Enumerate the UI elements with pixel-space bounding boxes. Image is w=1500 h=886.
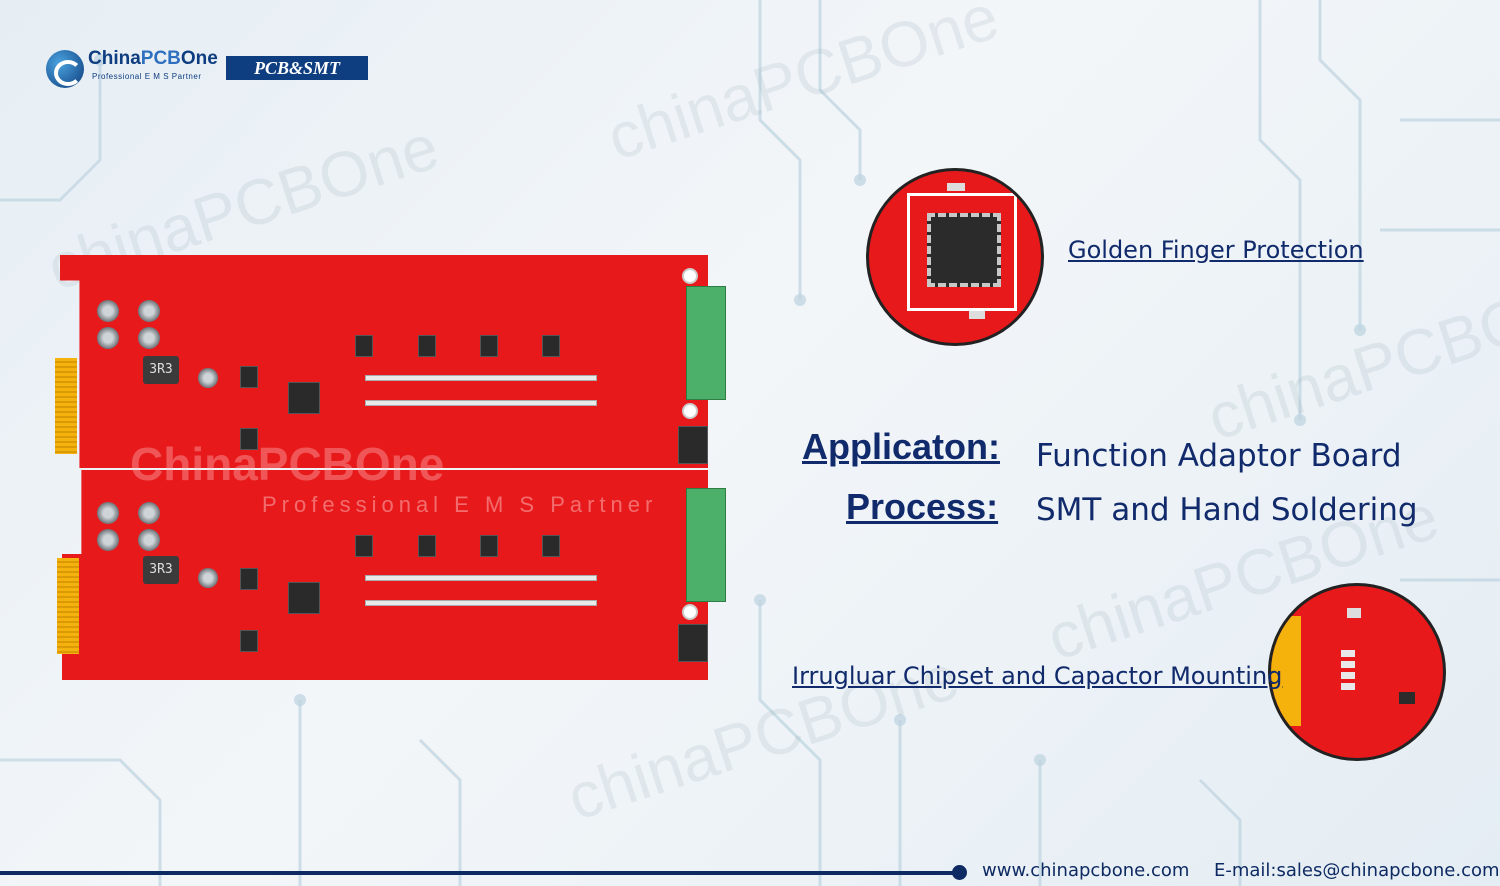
smd-component xyxy=(947,183,965,191)
board-brand-overlay: ChinaPCBOne xyxy=(130,438,445,490)
inductor: 3R3 xyxy=(143,556,179,584)
mosfet xyxy=(240,366,258,388)
silkscreen-outline xyxy=(907,193,1017,311)
mosfet xyxy=(418,535,436,557)
terminal-block xyxy=(686,286,726,400)
mosfet xyxy=(240,630,258,652)
mosfet xyxy=(355,535,373,557)
mosfet xyxy=(542,335,560,357)
brand-tagline: Professional E M S Partner xyxy=(92,72,202,81)
mosfet xyxy=(418,335,436,357)
detail-zoom-capacitor xyxy=(1268,583,1446,761)
footer-email-link[interactable]: E-mail:sales@chinapcbone.com xyxy=(1214,860,1500,881)
capacitor xyxy=(97,502,119,524)
capacitor xyxy=(138,529,160,551)
smd-component xyxy=(365,400,597,406)
mosfet xyxy=(240,568,258,590)
application-label: Applicaton: xyxy=(802,426,1000,467)
capacitor xyxy=(97,529,119,551)
mounting-hole xyxy=(682,604,698,620)
brand-logo: ChinaPCBOne Professional E M S Partner P… xyxy=(46,46,376,90)
microcontroller-chip xyxy=(288,382,320,414)
detail-zoom-chip xyxy=(866,168,1044,346)
smd-component xyxy=(365,600,597,606)
smd-component xyxy=(969,311,985,319)
terminal-block xyxy=(686,488,726,602)
application-value: Function Adaptor Board xyxy=(1036,438,1402,474)
brand-badge: PCB&SMT xyxy=(226,56,368,80)
process-label: Process: xyxy=(846,486,999,527)
resistor-array xyxy=(1341,650,1355,694)
gold-finger-connector xyxy=(57,558,79,654)
mosfet xyxy=(480,535,498,557)
capacitor xyxy=(97,327,119,349)
mosfet xyxy=(542,535,560,557)
mosfet xyxy=(355,335,373,357)
jumper-header xyxy=(678,624,708,662)
gold-finger-edge xyxy=(1271,616,1301,726)
footer-bullet-icon xyxy=(952,865,967,880)
golden-finger-protection-link[interactable]: Golden Finger Protection xyxy=(1068,236,1364,264)
capacitor xyxy=(138,327,160,349)
logo-emblem-icon xyxy=(46,50,84,88)
inductor: 3R3 xyxy=(143,356,179,384)
smd-component xyxy=(365,375,597,381)
process-value: SMT and Hand Soldering xyxy=(1036,492,1418,528)
qfp-chip xyxy=(927,213,1001,287)
smd-component xyxy=(1347,608,1361,618)
smd-component xyxy=(365,575,597,581)
capacitor xyxy=(198,368,218,388)
board-brand-tagline: Professional E M S Partner xyxy=(262,492,658,517)
jumper-header xyxy=(678,426,708,464)
footer-divider xyxy=(0,871,960,875)
mosfet xyxy=(240,428,258,450)
capacitor xyxy=(138,300,160,322)
microcontroller-chip xyxy=(288,582,320,614)
mounting-hole xyxy=(682,403,698,419)
capacitor xyxy=(97,300,119,322)
mosfet xyxy=(480,335,498,357)
footer-website-link[interactable]: www.chinapcbone.com xyxy=(982,860,1190,881)
capacitor xyxy=(198,568,218,588)
irregular-chipset-link[interactable]: Irrugluar Chipset and Capactor Mounting xyxy=(792,662,1283,690)
gold-finger-connector xyxy=(55,358,77,454)
sot-chip xyxy=(1399,692,1415,704)
capacitor xyxy=(138,502,160,524)
mounting-hole xyxy=(682,268,698,284)
brand-name: ChinaPCBOne xyxy=(88,48,218,69)
